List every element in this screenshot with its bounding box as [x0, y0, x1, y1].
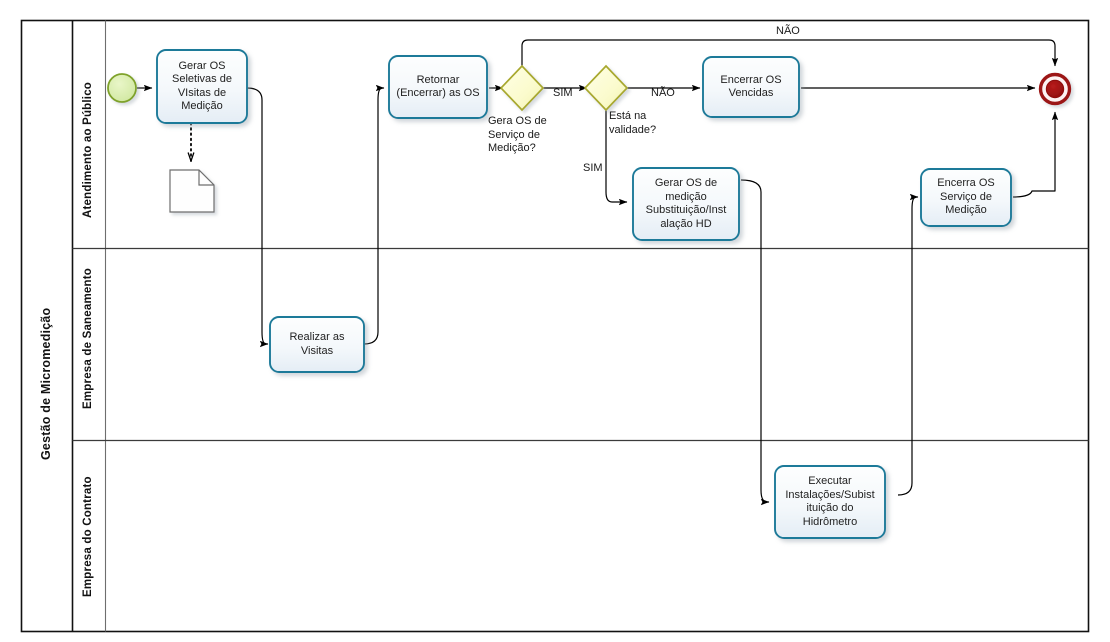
flow-gerar-os-to-realizar: [246, 87, 269, 348]
gateway-esta-validade-shape[interactable]: [583, 64, 629, 112]
flow-gateway1-nao-to-end: [521, 39, 1059, 68]
gateway-gera-os-servico-shape[interactable]: [499, 64, 545, 112]
task-gerar-os-medicao-shape[interactable]: [632, 167, 740, 241]
task-encerrar-os-vencidas-shape[interactable]: [702, 56, 800, 118]
end-event-shape[interactable]: [1038, 72, 1072, 106]
flow-executar-to-encerra-os-servico: [897, 193, 919, 496]
task-executar-instalacoes-shape[interactable]: [774, 465, 886, 539]
flow-realizar-to-retornar: [363, 84, 385, 345]
task-encerra-os-servico-shape[interactable]: [920, 168, 1012, 227]
sequence-flows: [137, 39, 1059, 506]
task-retornar-encerrar-os-shape[interactable]: [388, 55, 488, 119]
lane-title-contrato: Empresa do Contrato: [82, 476, 94, 597]
pool-title: Gestão de Micromedição: [39, 307, 53, 460]
flow-gerar-os-medicao-to-executar: [740, 179, 770, 506]
start-event-shape[interactable]: [107, 73, 137, 103]
data-object-1: [169, 169, 215, 213]
flow-gateway2-sim-to-gerar-os-medicao: [605, 108, 628, 206]
flow-encerra-os-servico-to-end: [1012, 111, 1059, 198]
task-realizar-visitas-shape[interactable]: [269, 316, 365, 373]
task-gerar-os-seletivas-shape[interactable]: [156, 49, 248, 124]
